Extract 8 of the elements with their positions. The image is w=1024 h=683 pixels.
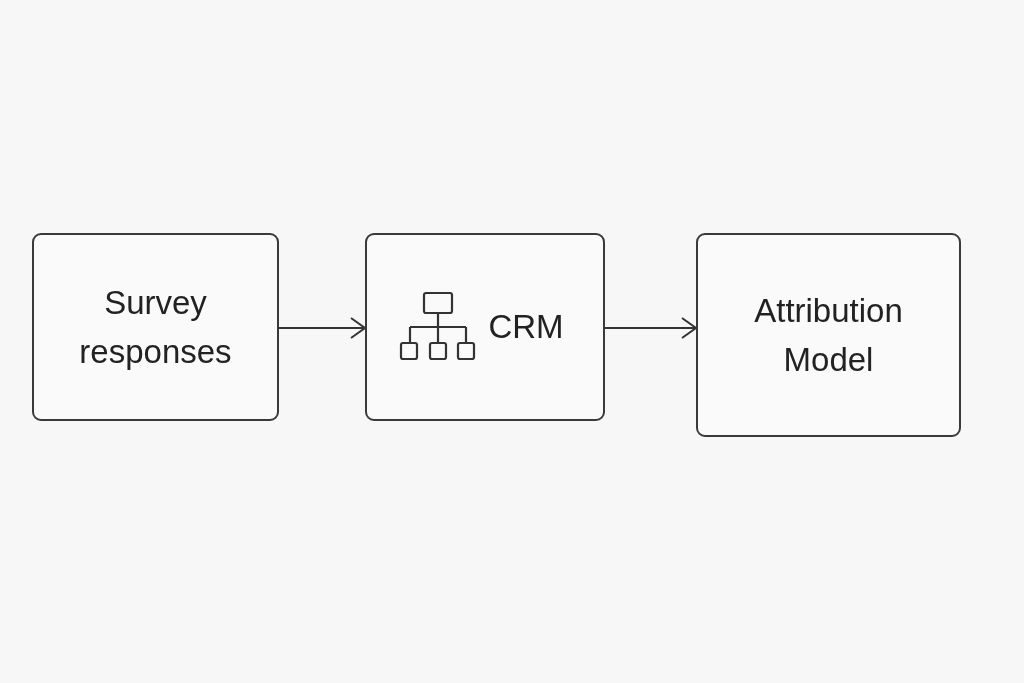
- node-label: Survey responses: [78, 282, 233, 372]
- process-box: [32, 233, 279, 421]
- node-label: Attribution Model: [753, 290, 904, 380]
- node-label: CRM: [488, 307, 564, 348]
- process-box: [696, 233, 961, 437]
- arrow: [278, 317, 366, 339]
- process-box: [365, 233, 605, 421]
- arrow: [604, 317, 697, 339]
